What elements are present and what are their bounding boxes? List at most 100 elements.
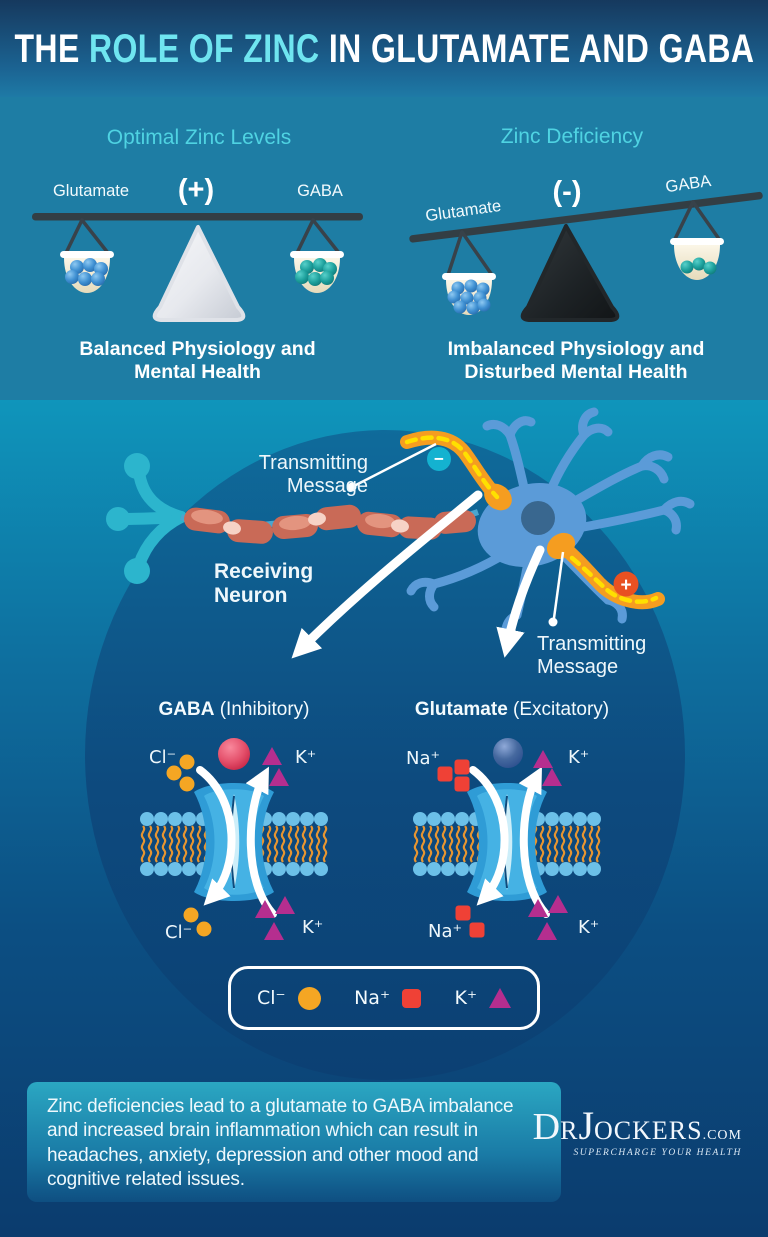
glutamate-pan-heavy [442, 273, 496, 315]
signal-arrows [291, 490, 545, 659]
glutamate-type: (Excitatory) [507, 699, 610, 720]
legend-item-sodium: Na⁺ [354, 987, 421, 1009]
potassium-icon [489, 988, 511, 1008]
title-highlight: ROLE OF ZINC [88, 26, 320, 71]
receiving-neuron-dendrites [106, 453, 187, 584]
excitatory-terminal: + [546, 532, 665, 627]
pointer-line-bottom [552, 551, 565, 619]
title-banner: THE ROLE OF ZINC IN GLUTAMATE AND GABA [0, 0, 768, 97]
receiving-neuron-label: Receiving Neuron [214, 560, 374, 608]
title-part3: IN GLUTAMATE AND GABA [319, 26, 754, 71]
brand-logo: DRJOCKERS.COM SUPERCHARGE YOUR HEALTH [533, 1106, 742, 1159]
label-line: Neuron [214, 584, 288, 608]
balanced-scale [32, 213, 363, 322]
deficiency-right-label: GABA [664, 172, 712, 196]
sodium-ions-top [437, 759, 470, 792]
gaba-pan [290, 251, 344, 293]
nodes-of-ranvier [223, 512, 409, 535]
chloride-ions-bottom [183, 907, 212, 937]
summary-text: Zinc deficiencies lead to a glutamate to… [47, 1096, 514, 1190]
k-label-top: K⁺ [295, 747, 316, 768]
transmitting-neuron [406, 407, 695, 641]
axon-myelin [179, 504, 480, 544]
optimal-right-label: GABA [297, 182, 343, 200]
brand-ockers: OCKERS [594, 1116, 703, 1145]
k-label-bottom: K⁺ [302, 917, 323, 938]
page-title: THE ROLE OF ZINC IN GLUTAMATE AND GABA [14, 29, 754, 69]
pan-strings [64, 218, 341, 255]
legend-item-chloride: Cl⁻ [257, 986, 321, 1010]
label-line: Transmitting [537, 633, 647, 655]
brand-r: R [560, 1116, 579, 1145]
cl-label-top: Cl⁻ [149, 747, 176, 768]
neuron-scene: − + [106, 407, 695, 659]
gaba-channel: Cl⁻ K⁺ Cl⁻ K⁺ [99, 738, 369, 943]
minus-badge [427, 447, 451, 471]
brand-tld: .COM [702, 1128, 742, 1143]
brand-wordmark: DRJOCKERS.COM [532, 1103, 742, 1148]
potassium-ions-top [262, 747, 289, 786]
glutamate-pan [60, 251, 114, 293]
transmitting-message-top-label: Transmitting Message [180, 452, 368, 498]
potassium-ions-bottom [255, 896, 295, 940]
k-label-bottom: K⁺ [578, 917, 599, 938]
chloride-icon [297, 986, 321, 1010]
transmitting-message-bottom-label: Transmitting Message [537, 633, 697, 679]
tilted-scale [409, 191, 763, 322]
optimal-zinc-panel: Optimal Zinc Levels Glutamate (+) GABA [32, 126, 363, 322]
gaba-pan-light [670, 238, 724, 280]
gaba-molecule [218, 738, 250, 770]
na-label-bottom: Na⁺ [428, 921, 462, 942]
ion-legend: Cl⁻ Na⁺ K⁺ [228, 966, 540, 1030]
pan-strings [446, 200, 721, 277]
glutamate-molecule [493, 738, 523, 768]
k-label-top: K⁺ [568, 747, 589, 768]
legend-cl-label: Cl⁻ [257, 987, 286, 1009]
nucleus [521, 501, 555, 535]
plus-icon: + [620, 575, 631, 596]
optimal-caption: Balanced Physiology and Mental Health [79, 338, 316, 383]
gaba-type: (Inhibitory) [214, 699, 310, 720]
legend-k-label: K⁺ [454, 987, 478, 1009]
plus-badge [613, 571, 639, 597]
beam [32, 213, 363, 221]
label-line: Message [537, 656, 619, 678]
deficiency-left-label: Glutamate [424, 197, 502, 225]
summary-box: Zinc deficiencies lead to a glutamate to… [27, 1082, 561, 1202]
brand-j: J [578, 1103, 595, 1148]
minus-icon: − [434, 450, 444, 469]
fulcrum-light [152, 225, 246, 322]
potassium-ions-bottom [528, 895, 568, 940]
zinc-deficiency-panel: Zinc Deficiency (-) Glutamate GABA [409, 125, 763, 322]
chloride-ions-top [166, 754, 195, 792]
beam [409, 191, 763, 243]
pointer-line-top [351, 442, 437, 489]
cl-label-bottom: Cl⁻ [165, 922, 192, 943]
optimal-heading: Optimal Zinc Levels [107, 126, 291, 149]
legend-na-label: Na⁺ [354, 987, 390, 1009]
fulcrum-dark [520, 224, 620, 322]
glutamate-name: Glutamate [414, 699, 508, 720]
brand-tagline: SUPERCHARGE YOUR HEALTH [573, 1148, 742, 1158]
potassium-ions-top [533, 750, 562, 786]
deficiency-caption: Imbalanced Physiology and Disturbed Ment… [447, 338, 705, 383]
sodium-icon [401, 988, 421, 1008]
optimal-left-label: Glutamate [53, 182, 129, 200]
optimal-sign: (+) [178, 174, 214, 206]
na-label-top: Na⁺ [406, 748, 440, 769]
brand-d: D [532, 1106, 561, 1148]
zinc-balance-section [0, 97, 768, 400]
gaba-name: GABA [158, 699, 215, 720]
sodium-ions-bottom [455, 905, 485, 938]
label-line: Transmitting [258, 452, 368, 474]
gaba-channel-title: GABA (Inhibitory) [99, 699, 369, 721]
glutamate-channel-title: Glutamate (Excitatory) [377, 699, 647, 721]
dendrites [406, 407, 695, 641]
legend-item-potassium: K⁺ [454, 987, 511, 1009]
deficiency-sign: (-) [553, 176, 582, 208]
glutamate-channel: Na⁺ K⁺ Na⁺ K⁺ [406, 738, 642, 942]
title-part1: THE [14, 26, 89, 71]
deficiency-heading: Zinc Deficiency [501, 125, 644, 148]
label-line: Message [286, 475, 368, 497]
